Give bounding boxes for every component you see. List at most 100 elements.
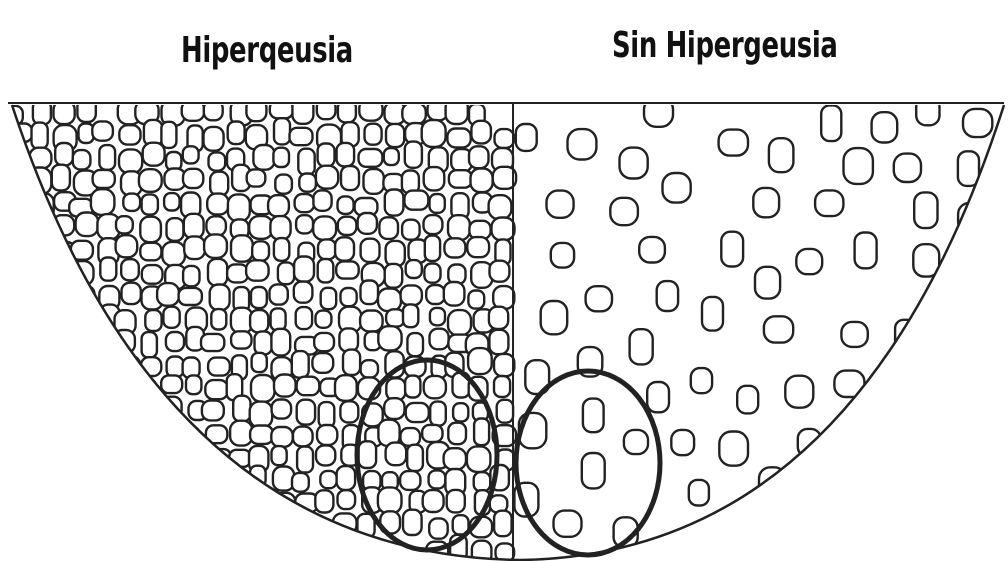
papilla-cell bbox=[139, 169, 162, 192]
papilla-cell bbox=[407, 445, 423, 471]
papilla-cell bbox=[769, 138, 794, 172]
papilla-cell bbox=[123, 194, 140, 211]
papillae-dense-left bbox=[5, 98, 516, 561]
papilla-cell bbox=[407, 333, 423, 356]
papilla-cell bbox=[246, 260, 269, 280]
papilla-cell bbox=[582, 453, 605, 488]
papilla-cell bbox=[77, 98, 95, 122]
papilla-cell bbox=[494, 354, 514, 376]
papilla-cell bbox=[447, 490, 465, 513]
papilla-cell bbox=[620, 148, 648, 179]
papilla-cell bbox=[403, 304, 418, 327]
papilla-cell bbox=[448, 423, 466, 445]
papilla-cell bbox=[404, 191, 428, 210]
papilla-cell bbox=[340, 401, 358, 422]
papilla-cell bbox=[162, 242, 185, 266]
papilla-cell bbox=[183, 146, 199, 163]
papilla-cell bbox=[474, 472, 491, 491]
papilla-cell bbox=[429, 518, 448, 538]
papilla-cell bbox=[719, 432, 748, 466]
papilla-cell bbox=[361, 239, 380, 262]
papilla-cell bbox=[671, 430, 694, 455]
papilla-cell bbox=[161, 375, 182, 393]
papilla-cell bbox=[293, 427, 313, 447]
papilla-cell bbox=[378, 289, 401, 312]
papilla-cell bbox=[179, 288, 202, 305]
papilla-cell bbox=[341, 166, 359, 190]
papilla-cell bbox=[142, 265, 163, 284]
papilla-cell bbox=[321, 288, 337, 309]
papilla-cell bbox=[721, 232, 743, 267]
papilla-cell bbox=[425, 236, 440, 261]
papilla-cell bbox=[270, 284, 288, 304]
papilla-cell bbox=[210, 285, 230, 311]
papilla-cell bbox=[116, 216, 133, 233]
papilla-cell bbox=[228, 194, 250, 221]
papilla-cell bbox=[204, 127, 224, 151]
papilla-cell bbox=[32, 123, 48, 149]
papilla-cell bbox=[164, 193, 180, 210]
papilla-cell bbox=[361, 281, 379, 305]
papilla-cell bbox=[691, 368, 712, 393]
papilla-cell bbox=[753, 188, 779, 217]
papilla-cell bbox=[122, 283, 141, 304]
papilla-cell bbox=[209, 152, 226, 170]
papilla-cell bbox=[316, 311, 332, 328]
papilla-cell bbox=[453, 403, 468, 421]
papilla-cell bbox=[119, 149, 142, 173]
papilla-cell bbox=[186, 375, 201, 394]
papilla-cell bbox=[157, 283, 179, 306]
papilla-cell bbox=[272, 400, 292, 419]
papilla-cell bbox=[916, 97, 939, 125]
papilla-cell bbox=[490, 261, 510, 282]
papilla-cell bbox=[296, 215, 313, 233]
papilla-cell bbox=[142, 194, 158, 214]
papilla-cell bbox=[551, 243, 574, 268]
papilla-cell bbox=[250, 426, 273, 444]
papilla-cell bbox=[142, 332, 157, 357]
papilla-cell bbox=[228, 122, 245, 145]
papilla-cell bbox=[444, 282, 465, 306]
papilla-cell bbox=[737, 386, 758, 414]
papilla-cell bbox=[610, 198, 638, 225]
papilla-cell bbox=[448, 215, 470, 240]
papilla-cell bbox=[231, 235, 253, 261]
papilla-cell bbox=[52, 165, 70, 191]
papilla-cell bbox=[449, 170, 472, 188]
papilla-cell bbox=[92, 121, 113, 140]
papilla-cell bbox=[315, 490, 333, 512]
papilla-cell bbox=[384, 148, 399, 165]
papilla-cell bbox=[204, 234, 227, 258]
papilla-cell bbox=[252, 241, 269, 260]
papilla-cell bbox=[430, 329, 449, 350]
papilla-cell bbox=[424, 167, 445, 190]
papilla-cell bbox=[386, 309, 404, 326]
papilla-cell bbox=[430, 402, 446, 426]
papilla-cell bbox=[489, 307, 508, 329]
papilla-cell bbox=[624, 430, 648, 454]
papilla-cell bbox=[316, 445, 335, 465]
papilla-cell bbox=[207, 194, 228, 215]
papilla-cell bbox=[337, 466, 356, 490]
papilla-cell bbox=[73, 304, 89, 326]
papilla-cell bbox=[894, 154, 921, 182]
papilla-cell bbox=[184, 236, 205, 259]
papilla-cell bbox=[99, 145, 115, 170]
papilla-cell bbox=[231, 331, 251, 348]
papilla-cell bbox=[121, 259, 139, 280]
papilla-cell bbox=[844, 148, 873, 184]
papilla-cell bbox=[494, 511, 512, 537]
papilla-cell bbox=[278, 262, 294, 284]
papilla-cell bbox=[167, 218, 184, 241]
papilla-cell bbox=[296, 307, 312, 329]
papilla-cell bbox=[872, 112, 898, 142]
papilla-cell bbox=[469, 146, 489, 168]
papilla-cell bbox=[166, 332, 184, 351]
papilla-cell bbox=[202, 401, 224, 421]
papilla-cell bbox=[430, 308, 445, 325]
papilla-cell bbox=[963, 109, 992, 137]
papilla-cell bbox=[422, 120, 446, 147]
papilla-cell bbox=[554, 511, 582, 537]
papilla-cell bbox=[271, 427, 292, 447]
papilla-cell bbox=[292, 473, 309, 492]
